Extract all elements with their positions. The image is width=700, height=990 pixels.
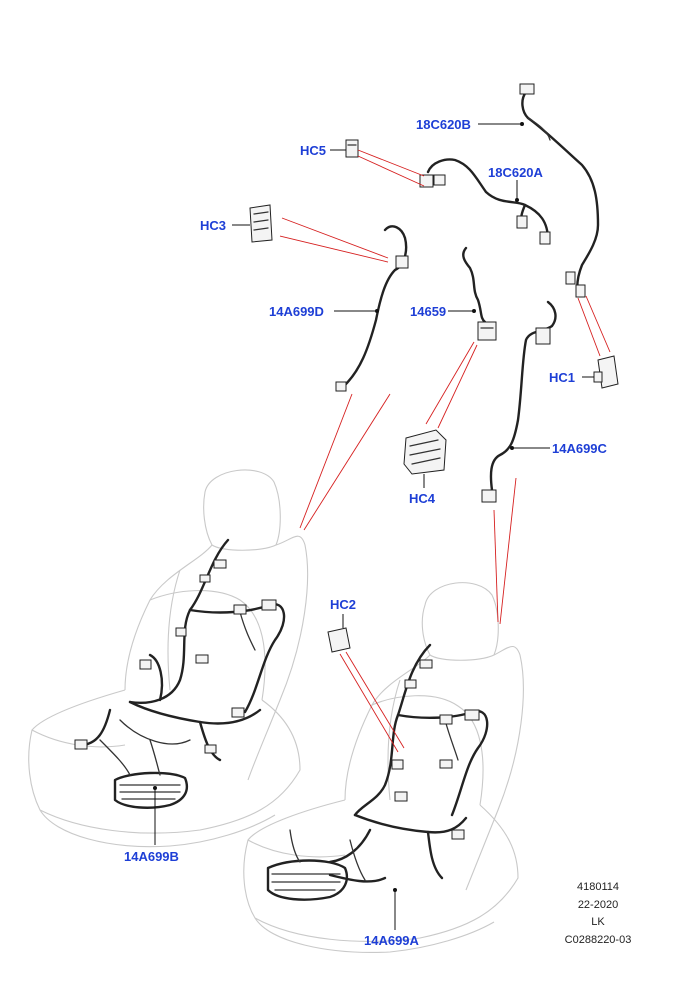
hc4-connector xyxy=(403,429,447,475)
label-14A699B: 14A699B xyxy=(124,849,179,864)
harness-18C620B xyxy=(519,83,600,298)
label-HC1: HC1 xyxy=(549,370,575,385)
label-14A699D: 14A699D xyxy=(269,304,324,319)
label-14A699C: 14A699C xyxy=(552,441,608,456)
right-seat-harness-14A699A xyxy=(266,643,489,901)
ref-line-hc2-b xyxy=(345,651,405,749)
harness-18C620A xyxy=(419,158,551,245)
ref-line-hc2-a xyxy=(339,653,399,753)
ref-line-hc3-a xyxy=(281,217,389,259)
info-line-4: C0288220-03 xyxy=(565,934,632,946)
harness-14659 xyxy=(462,246,497,341)
left-seat-harness-14A699B xyxy=(74,538,286,809)
ref-line-right-seat-a xyxy=(493,509,499,623)
ref-line-right-seat-b xyxy=(499,477,517,625)
ref-line-hc5-b xyxy=(357,155,425,187)
info-line-2: 22-2020 xyxy=(578,899,618,911)
ref-line-hc4-b xyxy=(437,344,478,429)
label-HC4: HC4 xyxy=(409,491,436,506)
ref-line-hc5-a xyxy=(357,149,425,177)
label-14659: 14659 xyxy=(410,304,446,319)
ref-line-hc3-b xyxy=(279,235,389,263)
hc5-connector xyxy=(345,139,359,158)
info-line-3: LK xyxy=(591,916,605,928)
right-seat xyxy=(243,582,524,953)
info-line-1: 4180114 xyxy=(577,881,619,893)
hc1-connector xyxy=(593,355,619,389)
label-18C620B: 18C620B xyxy=(416,117,471,132)
label-HC3: HC3 xyxy=(200,218,226,233)
label-HC5: HC5 xyxy=(300,143,326,158)
hc2-connector xyxy=(327,627,351,653)
harness-14A699D xyxy=(335,225,409,392)
harness-14A699C xyxy=(481,300,557,503)
hc3-connector xyxy=(249,204,273,243)
ref-line-hc1-a xyxy=(577,297,601,357)
ref-line-hc4-a xyxy=(425,341,475,425)
label-14A699A: 14A699A xyxy=(364,933,420,948)
label-18C620A: 18C620A xyxy=(488,165,544,180)
drawing-info: 4180114 22-2020 LK C0288220-03 xyxy=(565,881,632,946)
ref-line-left-seat-b xyxy=(303,393,391,531)
ref-line-left-seat-a xyxy=(299,393,353,529)
ref-line-hc1-b xyxy=(585,295,611,353)
label-HC2: HC2 xyxy=(330,597,356,612)
